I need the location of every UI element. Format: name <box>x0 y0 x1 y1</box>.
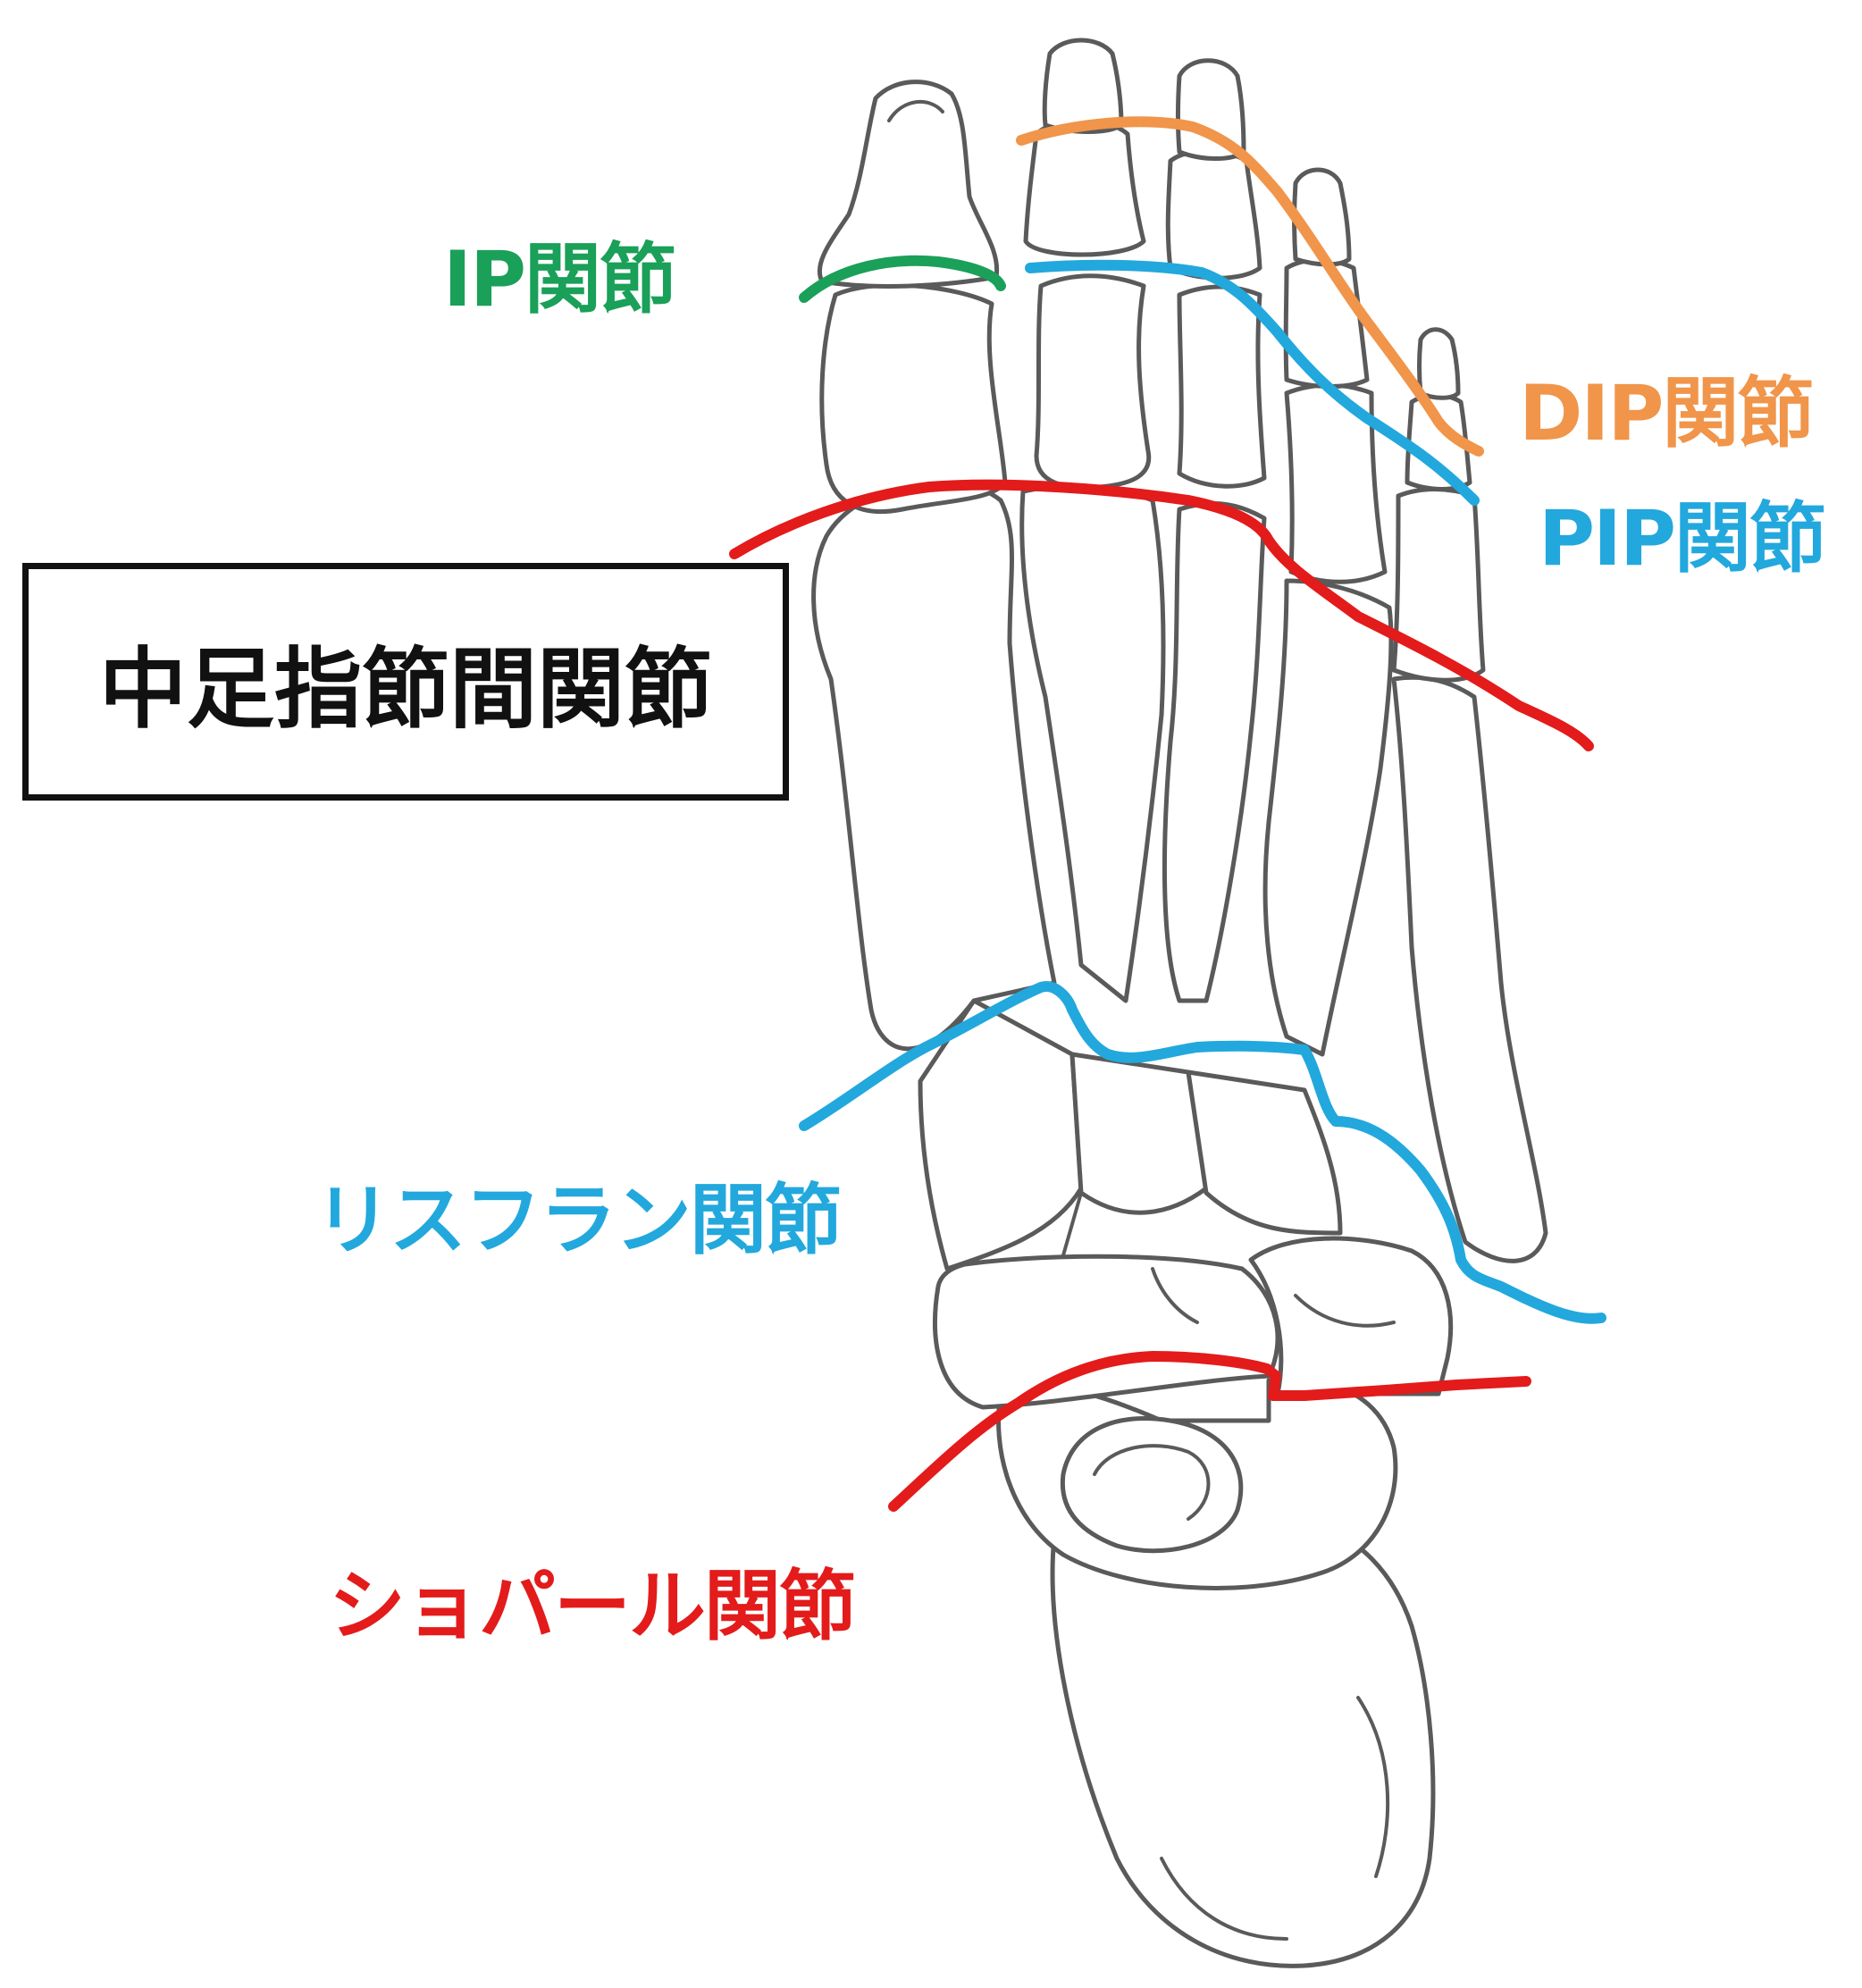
title-text: 中足指節間関節 <box>98 639 712 741</box>
talar-dome-inner <box>1093 1444 1211 1521</box>
toe-4-proximal-phalanx <box>1284 382 1388 584</box>
toe-2-middle-phalanx <box>1023 118 1146 257</box>
hallux-distal-tip <box>887 99 944 122</box>
intermediate-cuneiform-bone <box>1069 1052 1209 1215</box>
ip-joint-label: IP関節 <box>443 235 676 324</box>
dip-joint-line <box>1016 116 1484 457</box>
cuneiform-detail <box>1061 1191 1199 1324</box>
dip-joint-label: DIP関節 <box>1519 369 1814 458</box>
medial-cuneiform-bone <box>918 998 1084 1271</box>
lisfranc-joint-line <box>799 981 1606 1324</box>
metatarsal-1-bone <box>811 479 1057 1052</box>
hallux-proximal-phalanx <box>819 282 1008 515</box>
cuboid-bone <box>1248 1236 1454 1397</box>
toe-5-proximal-phalanx <box>1391 487 1486 683</box>
chopart-joint-line <box>888 1351 1531 1512</box>
toe-2-proximal-phalanx <box>1034 273 1152 491</box>
metatarsal-5-bone <box>1391 675 1548 1263</box>
lisfranc-joint-label: リスフラン関節 <box>315 1176 842 1265</box>
toe-3-middle-phalanx <box>1165 148 1262 281</box>
pip-joint-label: PIP関節 <box>1539 494 1826 583</box>
ip-joint-line <box>799 255 1006 303</box>
calcaneus-detail <box>1160 1696 1390 1941</box>
navicular-bone <box>933 1254 1280 1410</box>
toe-5-distal-phalanx <box>1417 327 1461 400</box>
lateral-cuneiform-bone <box>1186 1069 1343 1236</box>
toe-4-middle-phalanx <box>1283 257 1370 389</box>
cuboid-detail <box>1294 1294 1396 1328</box>
chopart-joint-label: ショパール関節 <box>329 1562 856 1651</box>
talar-dome <box>1060 1416 1244 1554</box>
toe-3-proximal-phalanx <box>1177 284 1267 489</box>
mtp-joint-line <box>729 479 1594 751</box>
title-box: 中足指節間関節 <box>22 563 789 801</box>
metatarsal-4-bone <box>1262 578 1394 1057</box>
pip-joint-line <box>1025 259 1480 506</box>
metatarsal-3-bone <box>1162 501 1267 1003</box>
